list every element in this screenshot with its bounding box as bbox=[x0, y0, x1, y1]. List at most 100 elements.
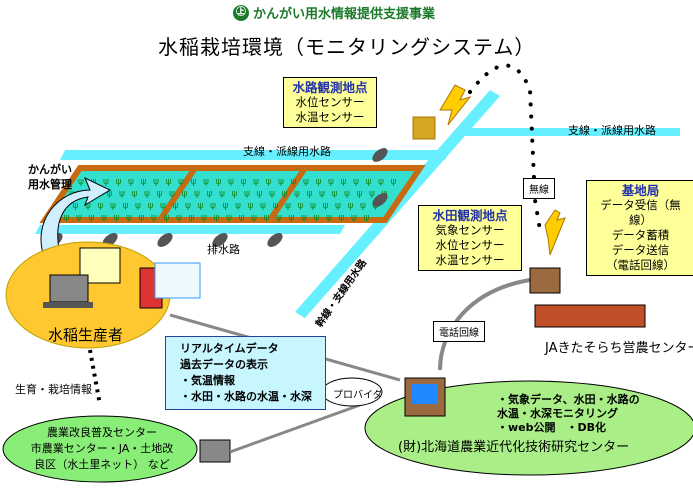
rice-plant: ψ bbox=[369, 189, 375, 199]
ja-building-icon bbox=[534, 304, 646, 328]
research-center-name: (財)北海道農業近代化技術研究センター bbox=[398, 440, 630, 455]
phone-line-label: 電話回線 bbox=[433, 321, 485, 342]
rice-plant: ψ bbox=[253, 177, 259, 187]
rice-plant: ψ bbox=[282, 189, 288, 199]
rice-plant: ψ bbox=[194, 189, 200, 199]
research-line: ・気象データ、水田・水路の bbox=[497, 393, 640, 406]
rice-plant: ψ bbox=[128, 177, 134, 187]
rice-plant: ψ bbox=[326, 213, 332, 223]
rice-plant: ψ bbox=[135, 201, 141, 211]
extension-line: 市農業センター・JA・土地改 bbox=[30, 442, 174, 455]
scroll-line: ・水田・水路の水温・水深 bbox=[180, 390, 312, 403]
rice-plant: ψ bbox=[301, 213, 307, 223]
branch-canal-top bbox=[60, 150, 450, 160]
rice-plant: ψ bbox=[239, 213, 245, 223]
provider-label: プロバイダ bbox=[333, 390, 383, 401]
rice-plant: ψ bbox=[232, 189, 238, 199]
rice-plant: ψ bbox=[210, 201, 216, 211]
research-line: ・web公開 ・DB化 bbox=[497, 421, 607, 434]
rice-plant: ψ bbox=[266, 177, 272, 187]
rice-plant: ψ bbox=[89, 213, 95, 223]
rice-plant: ψ bbox=[126, 213, 132, 223]
scroll-line: リアルタイムデータ bbox=[180, 342, 279, 355]
sensor-box-icon bbox=[412, 116, 436, 140]
rice-plant: ψ bbox=[107, 189, 113, 199]
phone-line bbox=[438, 278, 531, 371]
rice-plant: ψ bbox=[73, 201, 79, 211]
lightning-icon bbox=[544, 209, 566, 256]
rice-plant: ψ bbox=[344, 189, 350, 199]
callout-heading: 水路観測地点 bbox=[292, 80, 368, 95]
rice-plant: ψ bbox=[298, 201, 304, 211]
rice-plant: ψ bbox=[78, 177, 84, 187]
rice-plant: ψ bbox=[316, 177, 322, 187]
rice-plant: ψ bbox=[166, 177, 172, 187]
laptop-icon bbox=[49, 274, 89, 303]
extension-line: 良区（水土里ネット） など bbox=[34, 458, 170, 471]
extension-ellipse bbox=[2, 415, 198, 483]
rice-plant: ψ bbox=[132, 189, 138, 199]
callout-item: 水温センサー bbox=[295, 110, 365, 124]
water-sensor-icon bbox=[267, 233, 283, 247]
rice-plant: ψ bbox=[278, 177, 284, 187]
rice-plant: ψ bbox=[264, 213, 270, 223]
rice-plant: ψ bbox=[76, 213, 82, 223]
research-center-details: ・気象データ、水田・水路の 水温・水深モニタリング ・web公開 ・DB化 bbox=[497, 393, 640, 435]
network-line bbox=[229, 403, 361, 454]
water-sensor-icon bbox=[372, 148, 388, 162]
rice-plant: ψ bbox=[341, 177, 347, 187]
rice-plant: ψ bbox=[101, 213, 107, 223]
rice-plant: ψ bbox=[144, 189, 150, 199]
irrigation-line1: かんがい bbox=[28, 163, 72, 176]
rice-plant: ψ bbox=[353, 177, 359, 187]
water-sensor-icon bbox=[372, 193, 388, 207]
rice-plant: ψ bbox=[160, 201, 166, 211]
water-sensor-icon bbox=[212, 233, 228, 247]
page-title: 水稲栽培環境（モニタリングシステム） bbox=[158, 35, 536, 59]
rice-plant: ψ bbox=[191, 177, 197, 187]
callout-item: 水位センサー bbox=[435, 238, 505, 252]
irrigation-line2: 用水管理 bbox=[28, 178, 72, 191]
rice-plant: ψ bbox=[189, 213, 195, 223]
rice-plant: ψ bbox=[269, 189, 275, 199]
drain-canal bbox=[35, 225, 345, 234]
callout-item: 水位センサー bbox=[295, 95, 365, 109]
rice-plant: ψ bbox=[226, 213, 232, 223]
rice-plant: ψ bbox=[378, 177, 384, 187]
rice-plant: ψ bbox=[241, 177, 247, 187]
farmer-label: 水稲生産者 bbox=[48, 326, 124, 344]
rice-plant: ψ bbox=[151, 213, 157, 223]
water-sensor-icon bbox=[157, 233, 173, 247]
rice-plant: ψ bbox=[257, 189, 263, 199]
rice-plant: ψ bbox=[98, 201, 104, 211]
callout-item: データ送信 bbox=[611, 243, 670, 257]
rice-plant: ψ bbox=[251, 213, 257, 223]
rice-plant: ψ bbox=[228, 177, 234, 187]
base-station-pc-icon bbox=[529, 267, 561, 294]
growth-info-label: 生育・栽培情報 bbox=[15, 383, 92, 396]
extension-line: 農業改良普及センター bbox=[47, 426, 157, 439]
rice-plant: ψ bbox=[328, 177, 334, 187]
research-pc-screen bbox=[412, 384, 438, 404]
rice-plant: ψ bbox=[185, 201, 191, 211]
brand-text: かんがい用水情報提供支援事業 bbox=[253, 7, 436, 22]
rice-plant: ψ bbox=[173, 201, 179, 211]
rice-plant: ψ bbox=[219, 189, 225, 199]
rice-plant: ψ bbox=[141, 177, 147, 187]
rice-plant: ψ bbox=[123, 201, 129, 211]
callout-item: （電話回線） bbox=[606, 258, 675, 272]
callout-heading: 水田観測地点 bbox=[432, 208, 508, 223]
rice-plant: ψ bbox=[110, 201, 116, 211]
paddy-station-callout: 水田観測地点 気象センサー 水位センサー 水温センサー bbox=[418, 205, 522, 271]
rice-plant: ψ bbox=[169, 189, 175, 199]
drain-label: 排水路 bbox=[207, 243, 240, 256]
canal-label-right: 支線・派線用水路 bbox=[568, 124, 656, 137]
rice-plant: ψ bbox=[182, 189, 188, 199]
rice-plant: ψ bbox=[294, 189, 300, 199]
paddy-levee bbox=[267, 166, 308, 222]
realtime-data-scroll: リアルタイムデータ 過去データの表示 ・気温情報 ・水田・水路の水温・水深 bbox=[165, 336, 326, 410]
rice-plant: ψ bbox=[139, 213, 145, 223]
rice-plant: ψ bbox=[391, 177, 397, 187]
rice-plant: ψ bbox=[319, 189, 325, 199]
research-ellipse bbox=[364, 380, 693, 476]
